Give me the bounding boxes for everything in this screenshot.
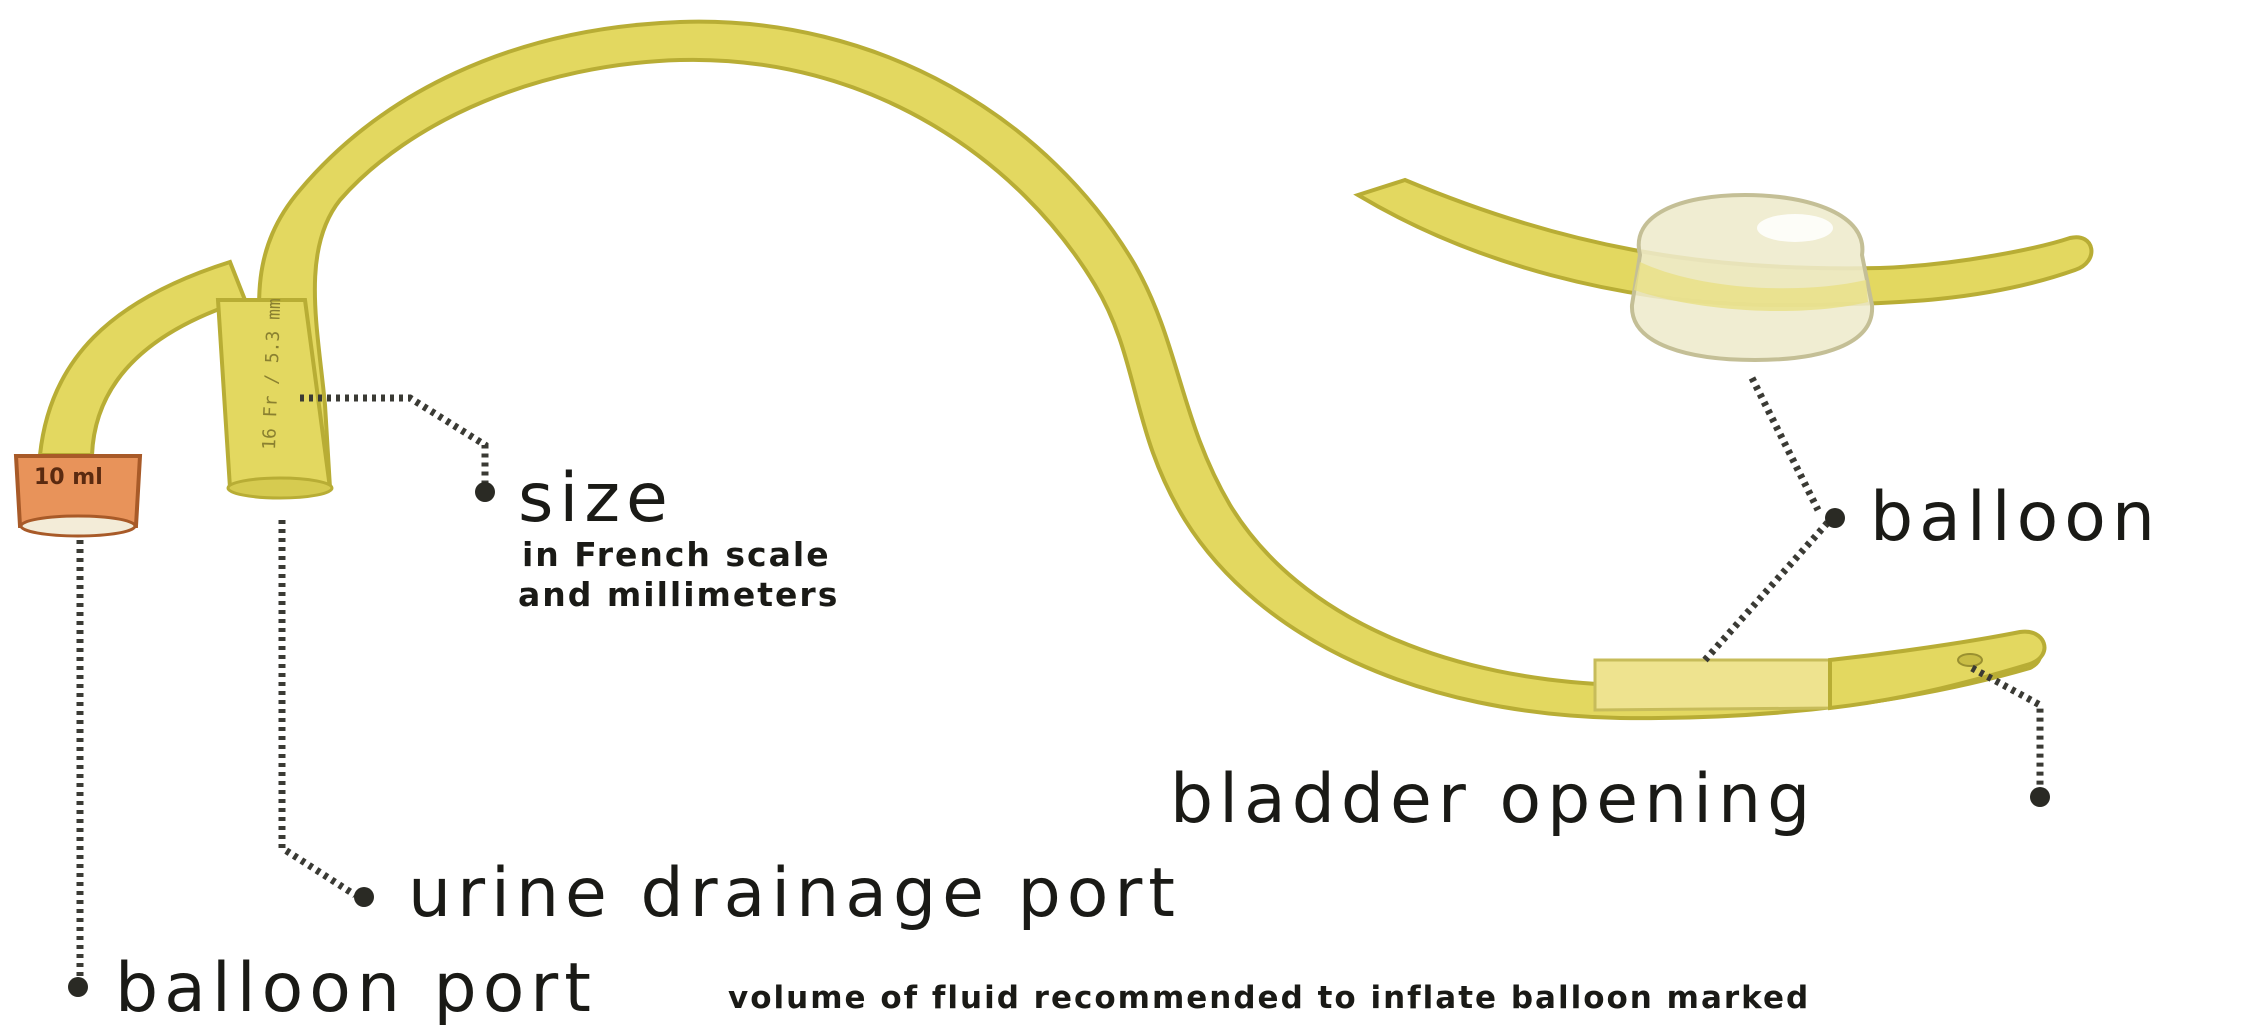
label-bladder-opening: bladder opening <box>1170 766 1816 834</box>
inflated-balloon-inset <box>1358 180 2091 360</box>
drainage-opening <box>228 478 332 498</box>
dot-urine-drainage <box>354 887 374 907</box>
balloon-port-branch <box>40 262 245 455</box>
balloon-highlight <box>1757 214 1833 242</box>
bladder-opening-eye <box>1958 654 1982 666</box>
dot-bladder-opening <box>2030 787 2050 807</box>
leader-urine-drainage <box>282 520 355 895</box>
leader-balloon-top <box>1752 378 1818 510</box>
label-size-millimeters: and millimeters <box>518 578 839 611</box>
balloon-zone-deflated <box>1595 660 1830 710</box>
label-balloon: balloon <box>1870 484 2161 552</box>
label-size: size <box>518 465 674 533</box>
balloon-port-volume-marking: 10 ml <box>34 465 103 490</box>
label-urine-drainage-port: urine drainage port <box>408 860 1181 928</box>
dot-size <box>475 482 495 502</box>
leader-bladder-opening <box>1972 668 2040 795</box>
tip-end <box>1830 632 2044 708</box>
catheter-tube <box>40 22 2040 718</box>
leader-balloon-bottom <box>1705 520 1830 660</box>
dot-balloon-port <box>68 977 88 997</box>
label-balloon-port-note: volume of fluid recommended to inflate b… <box>728 983 1810 1014</box>
dot-balloon <box>1825 508 1845 528</box>
catheter-tip-deflated <box>1595 632 2044 710</box>
label-size-french-scale: in French scale <box>522 538 831 571</box>
label-balloon-port: balloon port <box>115 955 597 1023</box>
